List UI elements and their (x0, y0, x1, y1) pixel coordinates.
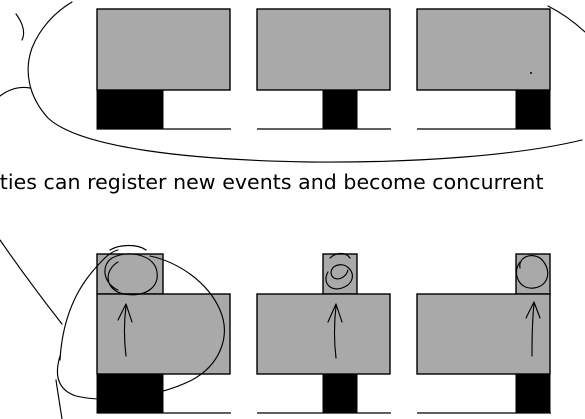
bottom-arrow-shaft-2 (333, 305, 337, 359)
top-black-region-1 (96, 89, 164, 130)
top-row-loop-annotation (27, 1, 583, 163)
left-stroke-top (15, 13, 25, 41)
bottom-column-3 (416, 253, 551, 414)
bottom-scribble-circle-2 (325, 264, 353, 290)
top-block-3 (416, 8, 551, 91)
top-column-3 (416, 8, 551, 130)
bottom-block-1 (96, 293, 231, 375)
bottom-left-tail (55, 379, 63, 419)
bottom-black-region-3 (515, 373, 551, 414)
top-block-2 (256, 8, 391, 91)
caption-text: ities can register new events and become… (0, 170, 544, 194)
bottom-scribble-circle-1 (104, 253, 158, 296)
top-black-region-2 (322, 89, 358, 130)
bottom-arrow-head-3 (525, 301, 541, 319)
bottom-arrow-head-1 (117, 303, 133, 323)
top-row-loop-upper-arc (547, 5, 585, 33)
bottom-block-3 (416, 293, 551, 375)
top-dot-mark (530, 72, 532, 74)
top-block-1 (96, 8, 231, 91)
bottom-column-1 (96, 253, 231, 414)
bottom-column-2 (256, 253, 391, 414)
bottom-new-event-block-1 (96, 253, 164, 295)
bottom-arrow-shaft-3 (531, 303, 535, 357)
top-black-region-3 (515, 89, 551, 130)
bottom-column-1-loop (56, 255, 225, 400)
top-row (96, 8, 551, 130)
top-column-2 (256, 8, 391, 130)
top-column-1 (96, 8, 231, 130)
bottom-arrow-head-2 (327, 303, 343, 323)
left-tick-top (0, 86, 31, 97)
bottom-scribble-circle-3 (515, 255, 549, 289)
bottom-arrow-shaft-1 (123, 305, 127, 357)
bottom-black-region-2 (322, 373, 358, 414)
bottom-scribble-inner-1 (109, 244, 147, 251)
bottom-left-sweep (0, 239, 119, 361)
bottom-row (96, 253, 551, 414)
bottom-scribble-top-2 (329, 252, 351, 259)
bottom-block-2 (256, 293, 391, 375)
